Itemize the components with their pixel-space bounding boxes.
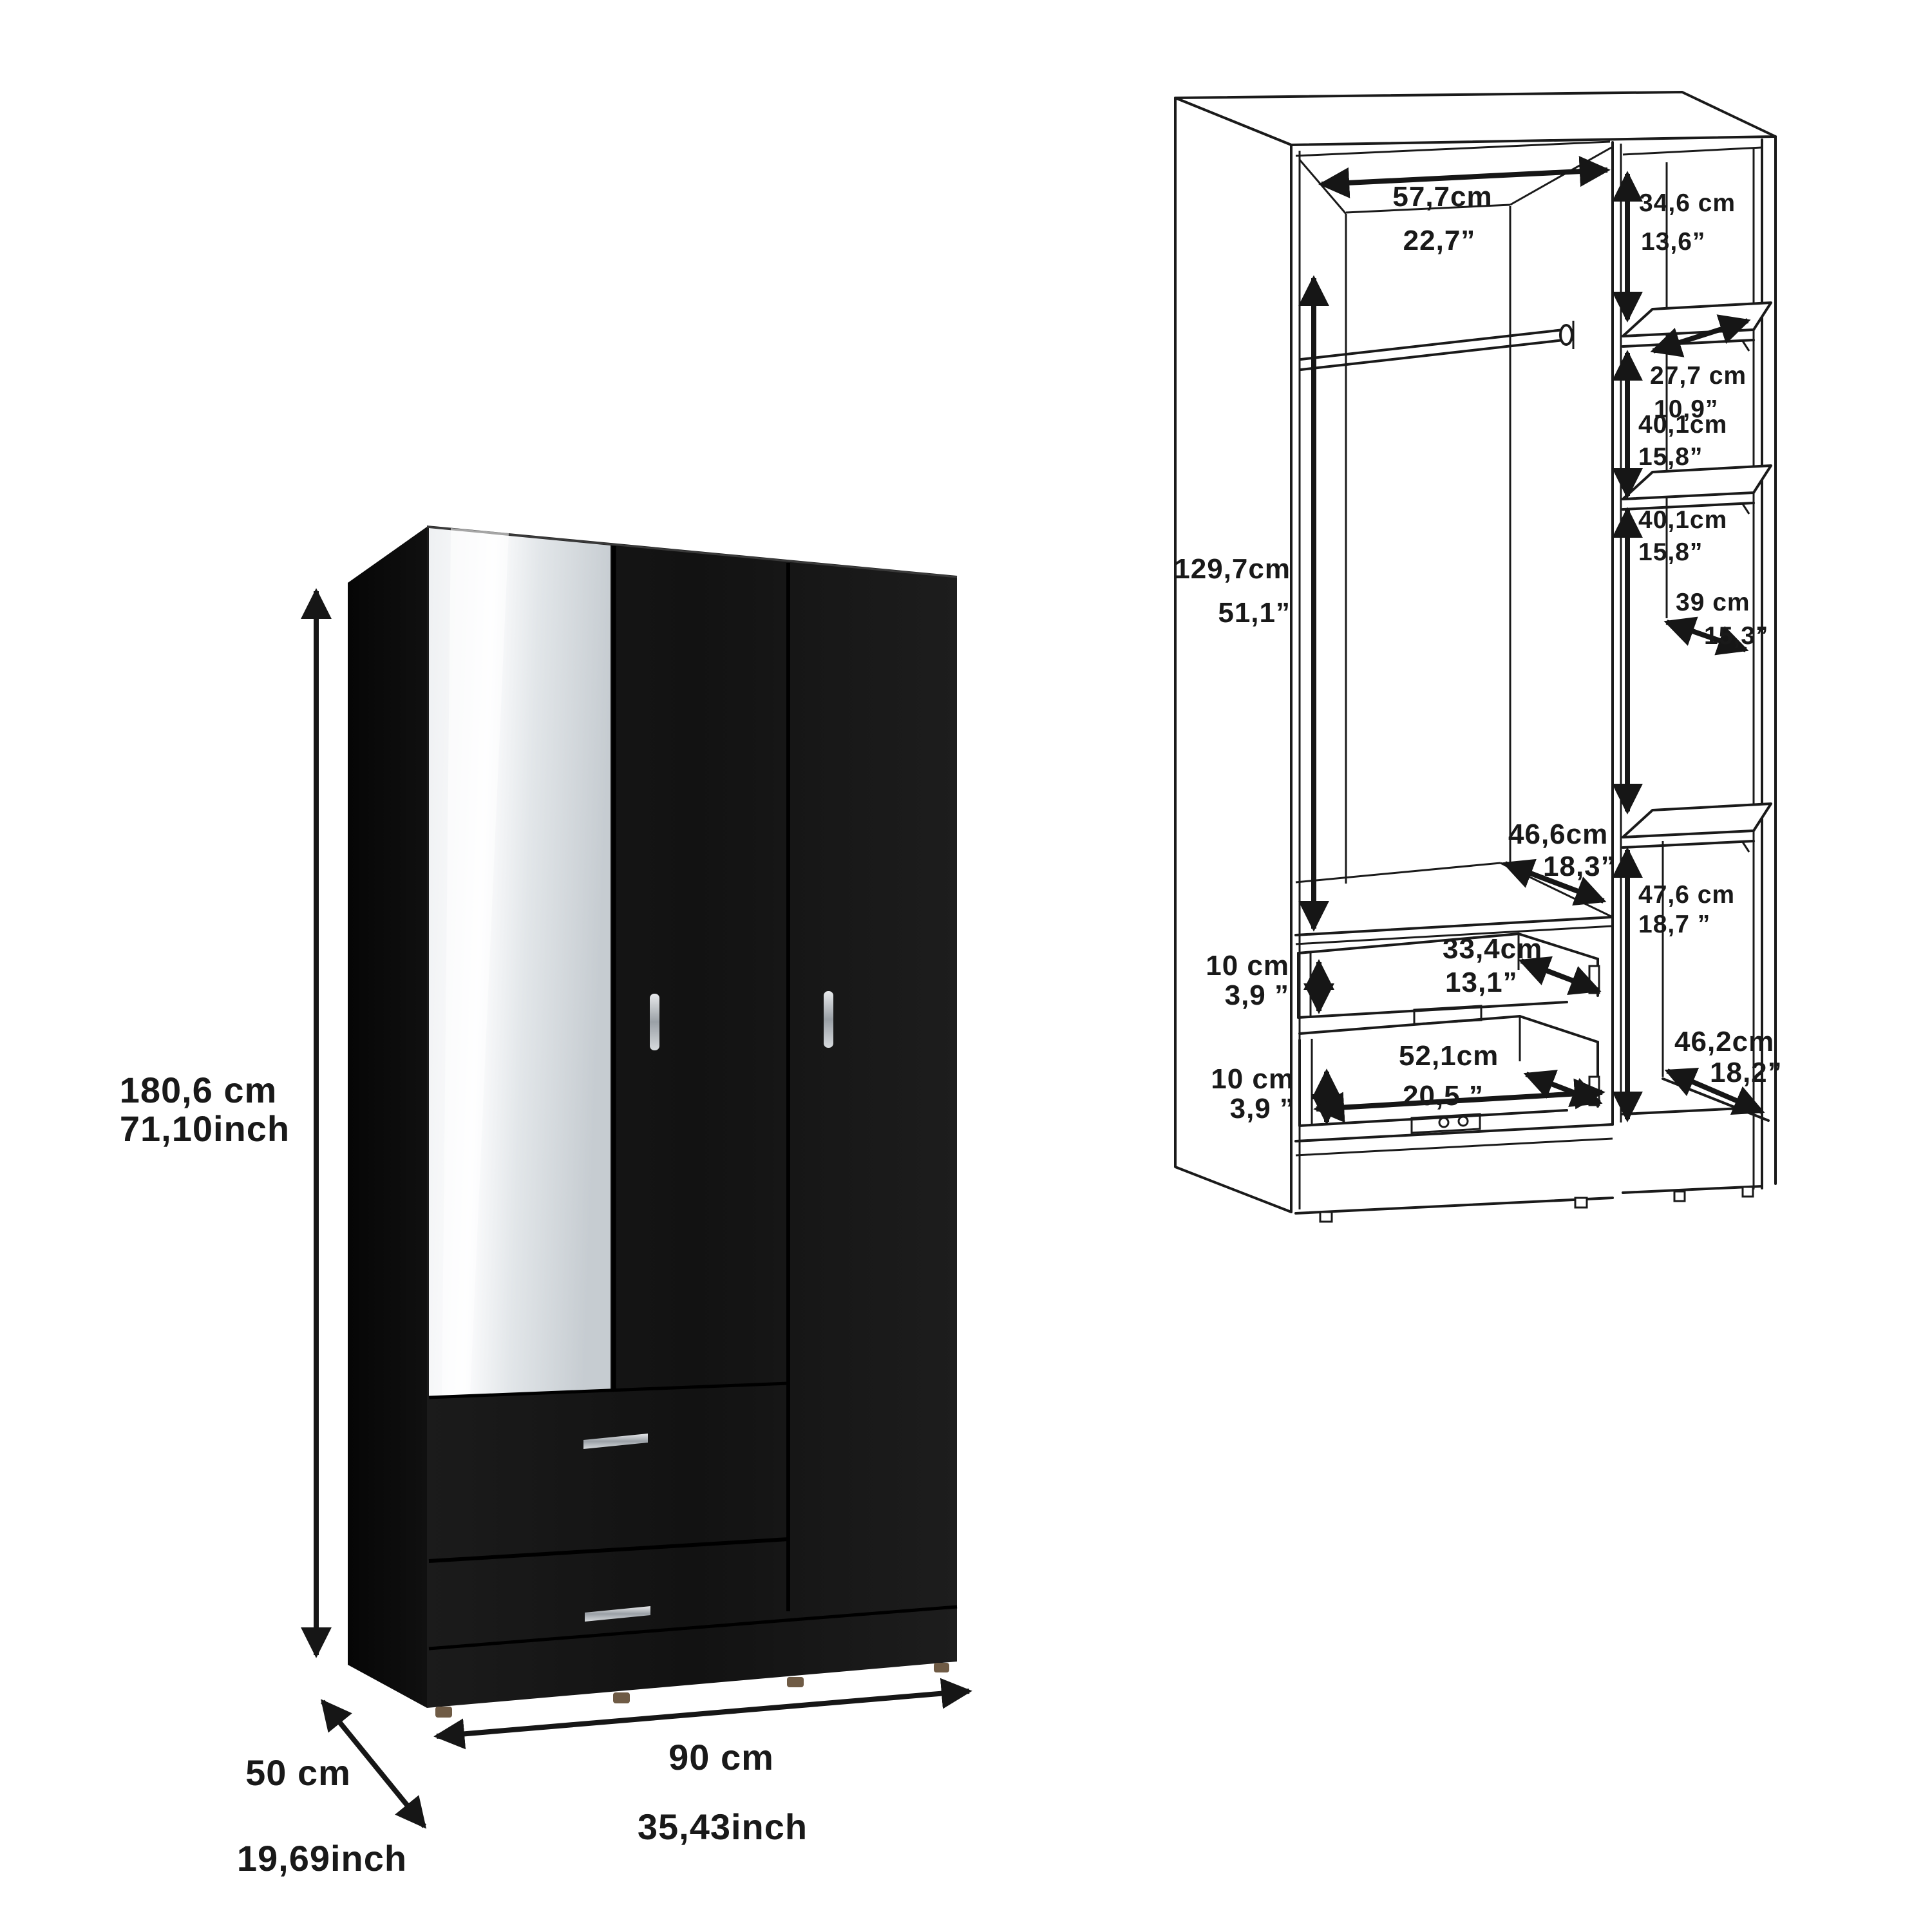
wardrobe-top-edge	[426, 526, 958, 578]
main-floor-front-edge	[1294, 1123, 1614, 1142]
interior-dimension-arrows	[1298, 156, 1765, 1125]
width-label-inch: 35,43inch	[638, 1806, 808, 1847]
rod-width-arrow	[1318, 156, 1611, 198]
overall-dimension-arrows	[301, 588, 972, 1829]
carcass-left-wall	[1174, 97, 1293, 1213]
drawer2-height-inch: 3,9 ”	[1230, 1093, 1294, 1124]
plinth-seam	[428, 1605, 958, 1651]
drawer-top-seam	[428, 1381, 789, 1399]
upper-right-height-cm: 34,6 cm	[1639, 189, 1736, 217]
drawer2-width-cm: 52,1cm	[1399, 1040, 1499, 1072]
main-floor-thickness	[1295, 1137, 1613, 1157]
right-door-handle	[824, 991, 833, 1048]
shelf-3	[1622, 802, 1772, 853]
drawer1-width-inch: 13,1”	[1445, 967, 1518, 998]
drawer1-width-arrow	[1518, 956, 1602, 995]
depth-label-inch: 19,69inch	[237, 1838, 407, 1879]
width-arrow	[433, 1678, 972, 1750]
top-inner-edge-right	[1622, 146, 1763, 156]
interior-top-back-edge	[1345, 204, 1511, 214]
drawer1-height-inch: 3,9 ”	[1225, 980, 1289, 1011]
column-foot	[1741, 1186, 1754, 1198]
drawer1-handle	[583, 1434, 648, 1449]
left-interior-height-cm: 129,7cm	[1174, 553, 1291, 585]
column-floor-front-edge	[1622, 1106, 1755, 1115]
lower-right-height-cm: 47,6 cm	[1638, 881, 1735, 909]
main-shelf-depth-inch: 18,3”	[1543, 851, 1616, 882]
main-foot	[1319, 1211, 1333, 1223]
height-label-cm: 180,6 cm	[120, 1070, 278, 1110]
lower-right-height-inch: 18,7 ”	[1638, 911, 1710, 938]
drawer2-height-cm: 10 cm	[1211, 1063, 1294, 1095]
wardrobe-foot	[934, 1663, 949, 1672]
drawer-divider-seam	[428, 1537, 789, 1563]
depth-label-cm: 50 cm	[245, 1752, 351, 1793]
gap2-cm: 40,1cm	[1638, 506, 1727, 534]
mirror-reflection	[442, 528, 509, 1397]
width-label-cm: 90 cm	[668, 1737, 774, 1777]
main-base-bottom	[1294, 1197, 1614, 1215]
wardrobe-foot	[613, 1692, 630, 1703]
column-base-bottom	[1622, 1185, 1763, 1194]
wardrobe-foot	[787, 1677, 804, 1687]
shelf3-width-inch: 15,3”	[1704, 622, 1768, 650]
top-inner-edge-main	[1295, 140, 1611, 157]
shelf1-depth-arrow	[1650, 314, 1751, 357]
gap1-cm: 40,1cm	[1638, 411, 1727, 439]
drawer-2	[1298, 1015, 1600, 1134]
wardrobe-render	[348, 526, 958, 1718]
drawer2-handle	[585, 1606, 650, 1622]
floor-depth-arrow	[1664, 1067, 1765, 1115]
hanging-rod	[1300, 321, 1575, 371]
drawer2-width-inch: 20,5 ”	[1403, 1080, 1484, 1112]
floor-depth-cm: 46,2cm	[1674, 1026, 1774, 1057]
interior-top-diagonal-left	[1298, 159, 1347, 214]
middle-door-handle	[650, 994, 659, 1050]
depth-arrow	[320, 1699, 427, 1829]
shelf-1	[1622, 301, 1772, 352]
main-foot	[1574, 1197, 1588, 1209]
drawer1-height-cm: 10 cm	[1206, 950, 1289, 981]
drawer2-depth-arrow	[1523, 1070, 1603, 1107]
height-label-inch: 71,10inch	[120, 1108, 290, 1149]
shelf1-depth-inch: 10,9”	[1654, 395, 1718, 423]
gap2-inch: 15,8”	[1638, 538, 1703, 566]
shelf3-width-arrow	[1663, 616, 1749, 656]
rod-width-cm: 57,7cm	[1392, 181, 1492, 213]
left-interior-height-inch: 51,1”	[1218, 597, 1291, 629]
gap1-inch: 15,8”	[1638, 443, 1703, 471]
drawer1-width-cm: 33,4cm	[1443, 933, 1542, 965]
column-foot	[1673, 1190, 1686, 1202]
floor-depth-inch: 18,2”	[1710, 1057, 1783, 1088]
interior-diagram: 57,7cm 22,7” 34,6 cm 13,6” 27,7 cm 10,9”…	[1174, 91, 1783, 1223]
upper-right-height-inch: 13,6”	[1641, 228, 1705, 256]
main-shelf-depth-cm: 46,6cm	[1508, 819, 1608, 850]
wardrobe-foot	[435, 1707, 452, 1718]
shelf3-width-cm: 39 cm	[1676, 589, 1750, 616]
main-shelf-depth-arrow	[1502, 858, 1607, 906]
shelf1-depth-cm: 27,7 cm	[1650, 362, 1747, 390]
rod-width-inch: 22,7”	[1403, 225, 1476, 256]
wardrobe-side-panel	[348, 527, 427, 1708]
